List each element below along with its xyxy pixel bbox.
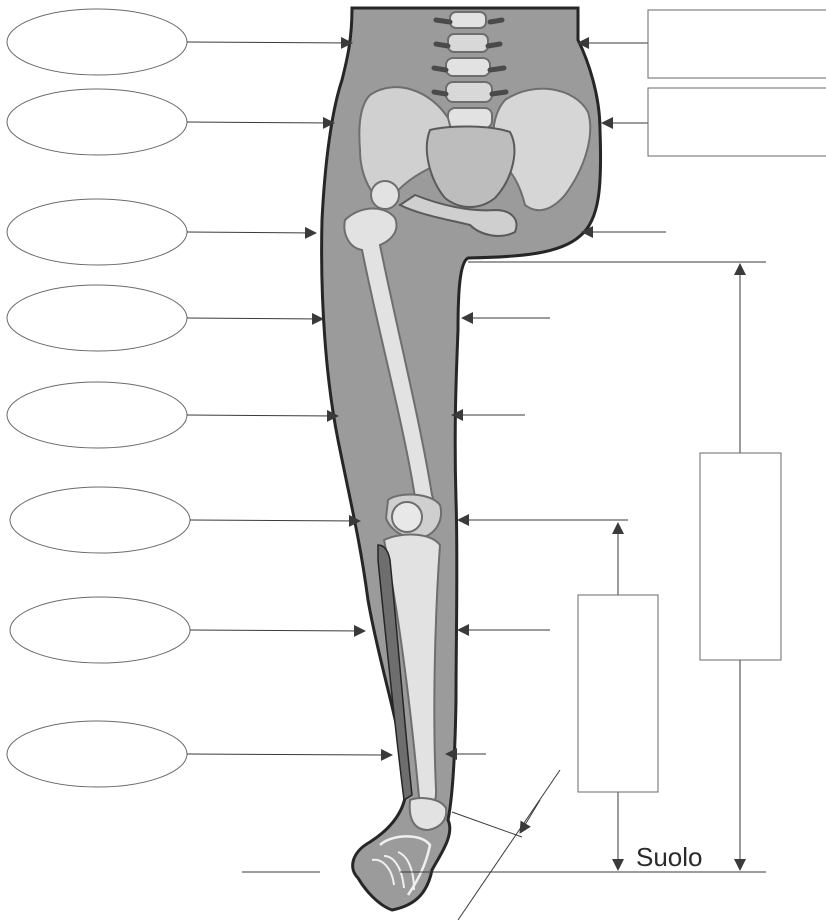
ground-label: Suolo [636, 842, 703, 872]
right-box-1[interactable] [648, 10, 826, 78]
right-label-boxes [648, 10, 826, 156]
label-oval-7[interactable] [10, 597, 365, 663]
right-box-2[interactable] [648, 88, 826, 156]
ankle-line [458, 770, 560, 920]
label-oval-3[interactable] [7, 199, 316, 265]
label-oval-5[interactable] [7, 382, 338, 448]
height-measurements: Suolo [242, 262, 781, 920]
label-oval-1[interactable] [7, 9, 352, 75]
label-oval-8[interactable] [7, 721, 392, 787]
label-oval-4[interactable] [7, 285, 323, 351]
crotch-height-box[interactable] [700, 453, 781, 660]
label-oval-6[interactable] [10, 487, 360, 553]
knee-height-box[interactable] [578, 595, 658, 792]
label-oval-2[interactable] [7, 89, 334, 155]
